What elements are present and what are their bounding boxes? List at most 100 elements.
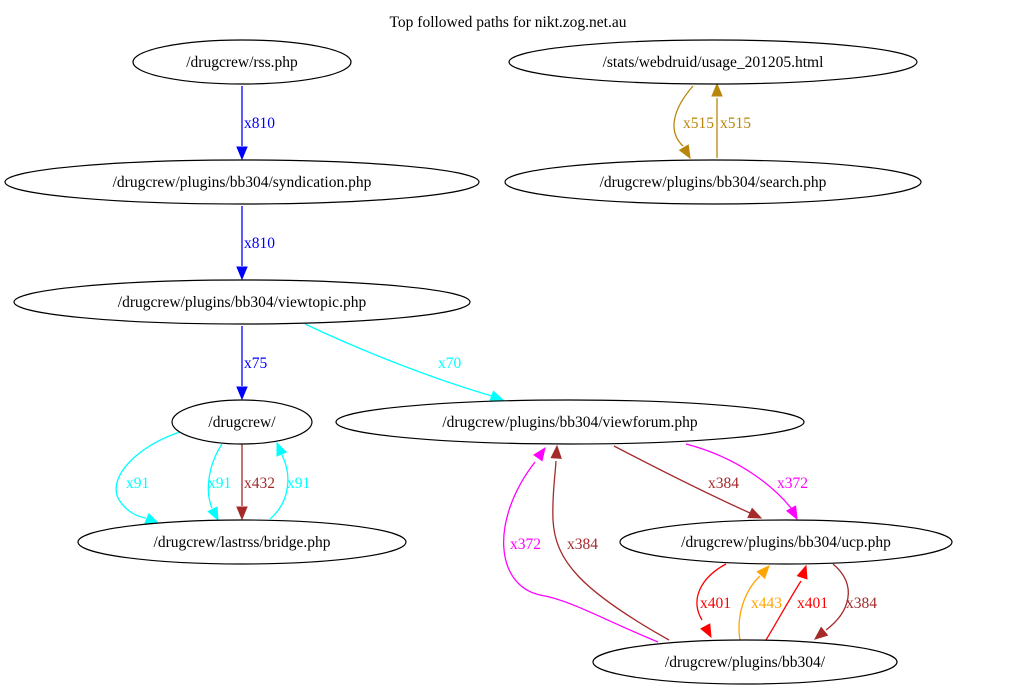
edge-drugcrew-bridge-a: x91 bbox=[115, 431, 181, 524]
edge-line bbox=[207, 443, 223, 509]
edge-synd-vtopic: x810 bbox=[236, 206, 275, 281]
edge-vtopic-drugcrew: x75 bbox=[236, 326, 268, 401]
edge-arrowhead bbox=[236, 266, 248, 281]
edge-label: x91 bbox=[287, 475, 310, 492]
edge-vforum-ucp-a: x384 bbox=[613, 445, 763, 519]
edge-label: x443 bbox=[751, 595, 782, 612]
node-ellipse bbox=[335, 399, 805, 445]
edge-bb304-ucp-b: x401 bbox=[765, 564, 828, 641]
edge-search-usage: x515 bbox=[711, 82, 751, 158]
edge-label: x401 bbox=[700, 595, 731, 612]
edge-arrowhead bbox=[207, 506, 219, 522]
edge-label: x432 bbox=[244, 475, 275, 492]
nodes-layer: /drugcrew/rss.php/drugcrew/plugins/bb304… bbox=[4, 39, 953, 685]
edge-bb304-vforum-b: x384 bbox=[550, 444, 670, 641]
edge-line bbox=[552, 460, 670, 641]
edge-line bbox=[765, 580, 802, 641]
edges-layer: x810 x810 x75 x70 x91 x91 x432 x91 x384 x372 x372 x… bbox=[115, 82, 877, 643]
edge-usage-search: x515 bbox=[673, 85, 714, 160]
node-label: /drugcrew/rss.php bbox=[186, 54, 298, 71]
node-label: /stats/webdruid/usage_201205.html bbox=[603, 54, 824, 71]
node-usage: /stats/webdruid/usage_201205.html bbox=[508, 39, 918, 85]
edge-line bbox=[304, 323, 493, 397]
node-bridge: /drugcrew/lastrss/bridge.php bbox=[77, 519, 407, 565]
node-label: /drugcrew/plugins/bb304/viewtopic.php bbox=[118, 294, 367, 311]
node-vtopic: /drugcrew/plugins/bb304/viewtopic.php bbox=[13, 279, 471, 325]
edge-arrowhead bbox=[796, 564, 808, 580]
edge-arrowhead bbox=[747, 507, 763, 519]
edge-drugcrew-bridge-c: x432 bbox=[236, 444, 275, 521]
edge-label: x810 bbox=[244, 115, 275, 132]
node-drugcrew: /drugcrew/ bbox=[171, 399, 313, 445]
edge-label: x384 bbox=[708, 475, 739, 492]
edge-arrowhead bbox=[550, 444, 562, 459]
node-search: /drugcrew/plugins/bb304/search.php bbox=[504, 159, 922, 205]
node-ellipse bbox=[619, 519, 953, 565]
node-vforum: /drugcrew/plugins/bb304/viewforum.php bbox=[335, 399, 805, 445]
edge-label: x515 bbox=[720, 115, 751, 132]
edge-line bbox=[738, 575, 761, 641]
edge-bridge-drugcrew: x91 bbox=[269, 441, 310, 520]
edge-label: x91 bbox=[208, 475, 231, 492]
edge-line bbox=[696, 563, 727, 621]
node-label: /drugcrew/ bbox=[208, 414, 276, 431]
edge-arrowhead bbox=[144, 512, 160, 524]
edge-arrowhead bbox=[711, 82, 723, 97]
edge-label: x372 bbox=[777, 475, 808, 492]
node-ellipse bbox=[504, 159, 922, 205]
edge-line bbox=[825, 563, 849, 631]
node-label: /drugcrew/plugins/bb304/syndication.php bbox=[113, 174, 372, 191]
node-synd: /drugcrew/plugins/bb304/syndication.php bbox=[4, 159, 480, 205]
edge-arrowhead bbox=[785, 505, 798, 521]
edge-drugcrew-bridge-b: x91 bbox=[207, 443, 231, 522]
edge-arrowhead bbox=[236, 506, 248, 521]
edge-arrowhead bbox=[236, 146, 248, 161]
node-ucp: /drugcrew/plugins/bb304/ucp.php bbox=[619, 519, 953, 565]
node-label: /drugcrew/plugins/bb304/ bbox=[665, 654, 826, 671]
edge-label: x70 bbox=[438, 355, 462, 372]
edge-label: x810 bbox=[244, 235, 275, 252]
edge-bb304-ucp-a: x443 bbox=[738, 565, 782, 641]
edge-arrowhead bbox=[813, 626, 829, 640]
node-ellipse bbox=[77, 519, 407, 565]
graph-title: Top followed paths for nikt.zog.net.au bbox=[390, 14, 627, 31]
node-rss: /drugcrew/rss.php bbox=[132, 39, 352, 85]
edge-line bbox=[613, 445, 751, 514]
edge-label: x515 bbox=[683, 115, 714, 132]
node-label: /drugcrew/lastrss/bridge.php bbox=[154, 534, 331, 551]
edge-arrowhead bbox=[756, 565, 770, 580]
node-ellipse bbox=[508, 39, 918, 85]
edge-label: x75 bbox=[244, 355, 268, 372]
edge-arrowhead bbox=[236, 386, 248, 401]
edge-ucp-bb304-b: x384 bbox=[813, 563, 877, 640]
node-ellipse bbox=[132, 39, 352, 85]
edge-bb304-vforum-a: x372 bbox=[503, 446, 659, 643]
edge-rss-synd: x810 bbox=[236, 86, 275, 161]
edge-vtopic-vforum: x70 bbox=[304, 323, 505, 402]
edge-arrowhead bbox=[678, 144, 691, 160]
node-ellipse bbox=[171, 399, 313, 445]
edge-vforum-ucp-b: x372 bbox=[685, 443, 808, 521]
edge-label: x91 bbox=[126, 475, 149, 492]
edge-line bbox=[115, 431, 181, 519]
edge-line bbox=[503, 461, 659, 643]
node-label: /drugcrew/plugins/bb304/search.php bbox=[600, 174, 827, 191]
edge-line bbox=[269, 454, 289, 520]
node-label: /drugcrew/plugins/bb304/viewforum.php bbox=[442, 414, 698, 431]
node-ellipse bbox=[592, 639, 898, 685]
node-label: /drugcrew/plugins/bb304/ucp.php bbox=[681, 534, 891, 551]
edge-arrowhead bbox=[700, 623, 712, 639]
node-ellipse bbox=[4, 159, 480, 205]
edge-arrowhead bbox=[276, 441, 288, 457]
edge-label: x384 bbox=[846, 595, 877, 612]
edge-label: x372 bbox=[510, 536, 541, 553]
edge-label: x384 bbox=[567, 536, 598, 553]
node-bb304: /drugcrew/plugins/bb304/ bbox=[592, 639, 898, 685]
edge-arrowhead bbox=[489, 390, 505, 402]
edge-arrowhead bbox=[533, 446, 546, 462]
edge-ucp-bb304-a: x401 bbox=[696, 563, 731, 639]
node-ellipse bbox=[13, 279, 471, 325]
edge-line bbox=[685, 443, 792, 509]
edge-line bbox=[673, 85, 694, 147]
